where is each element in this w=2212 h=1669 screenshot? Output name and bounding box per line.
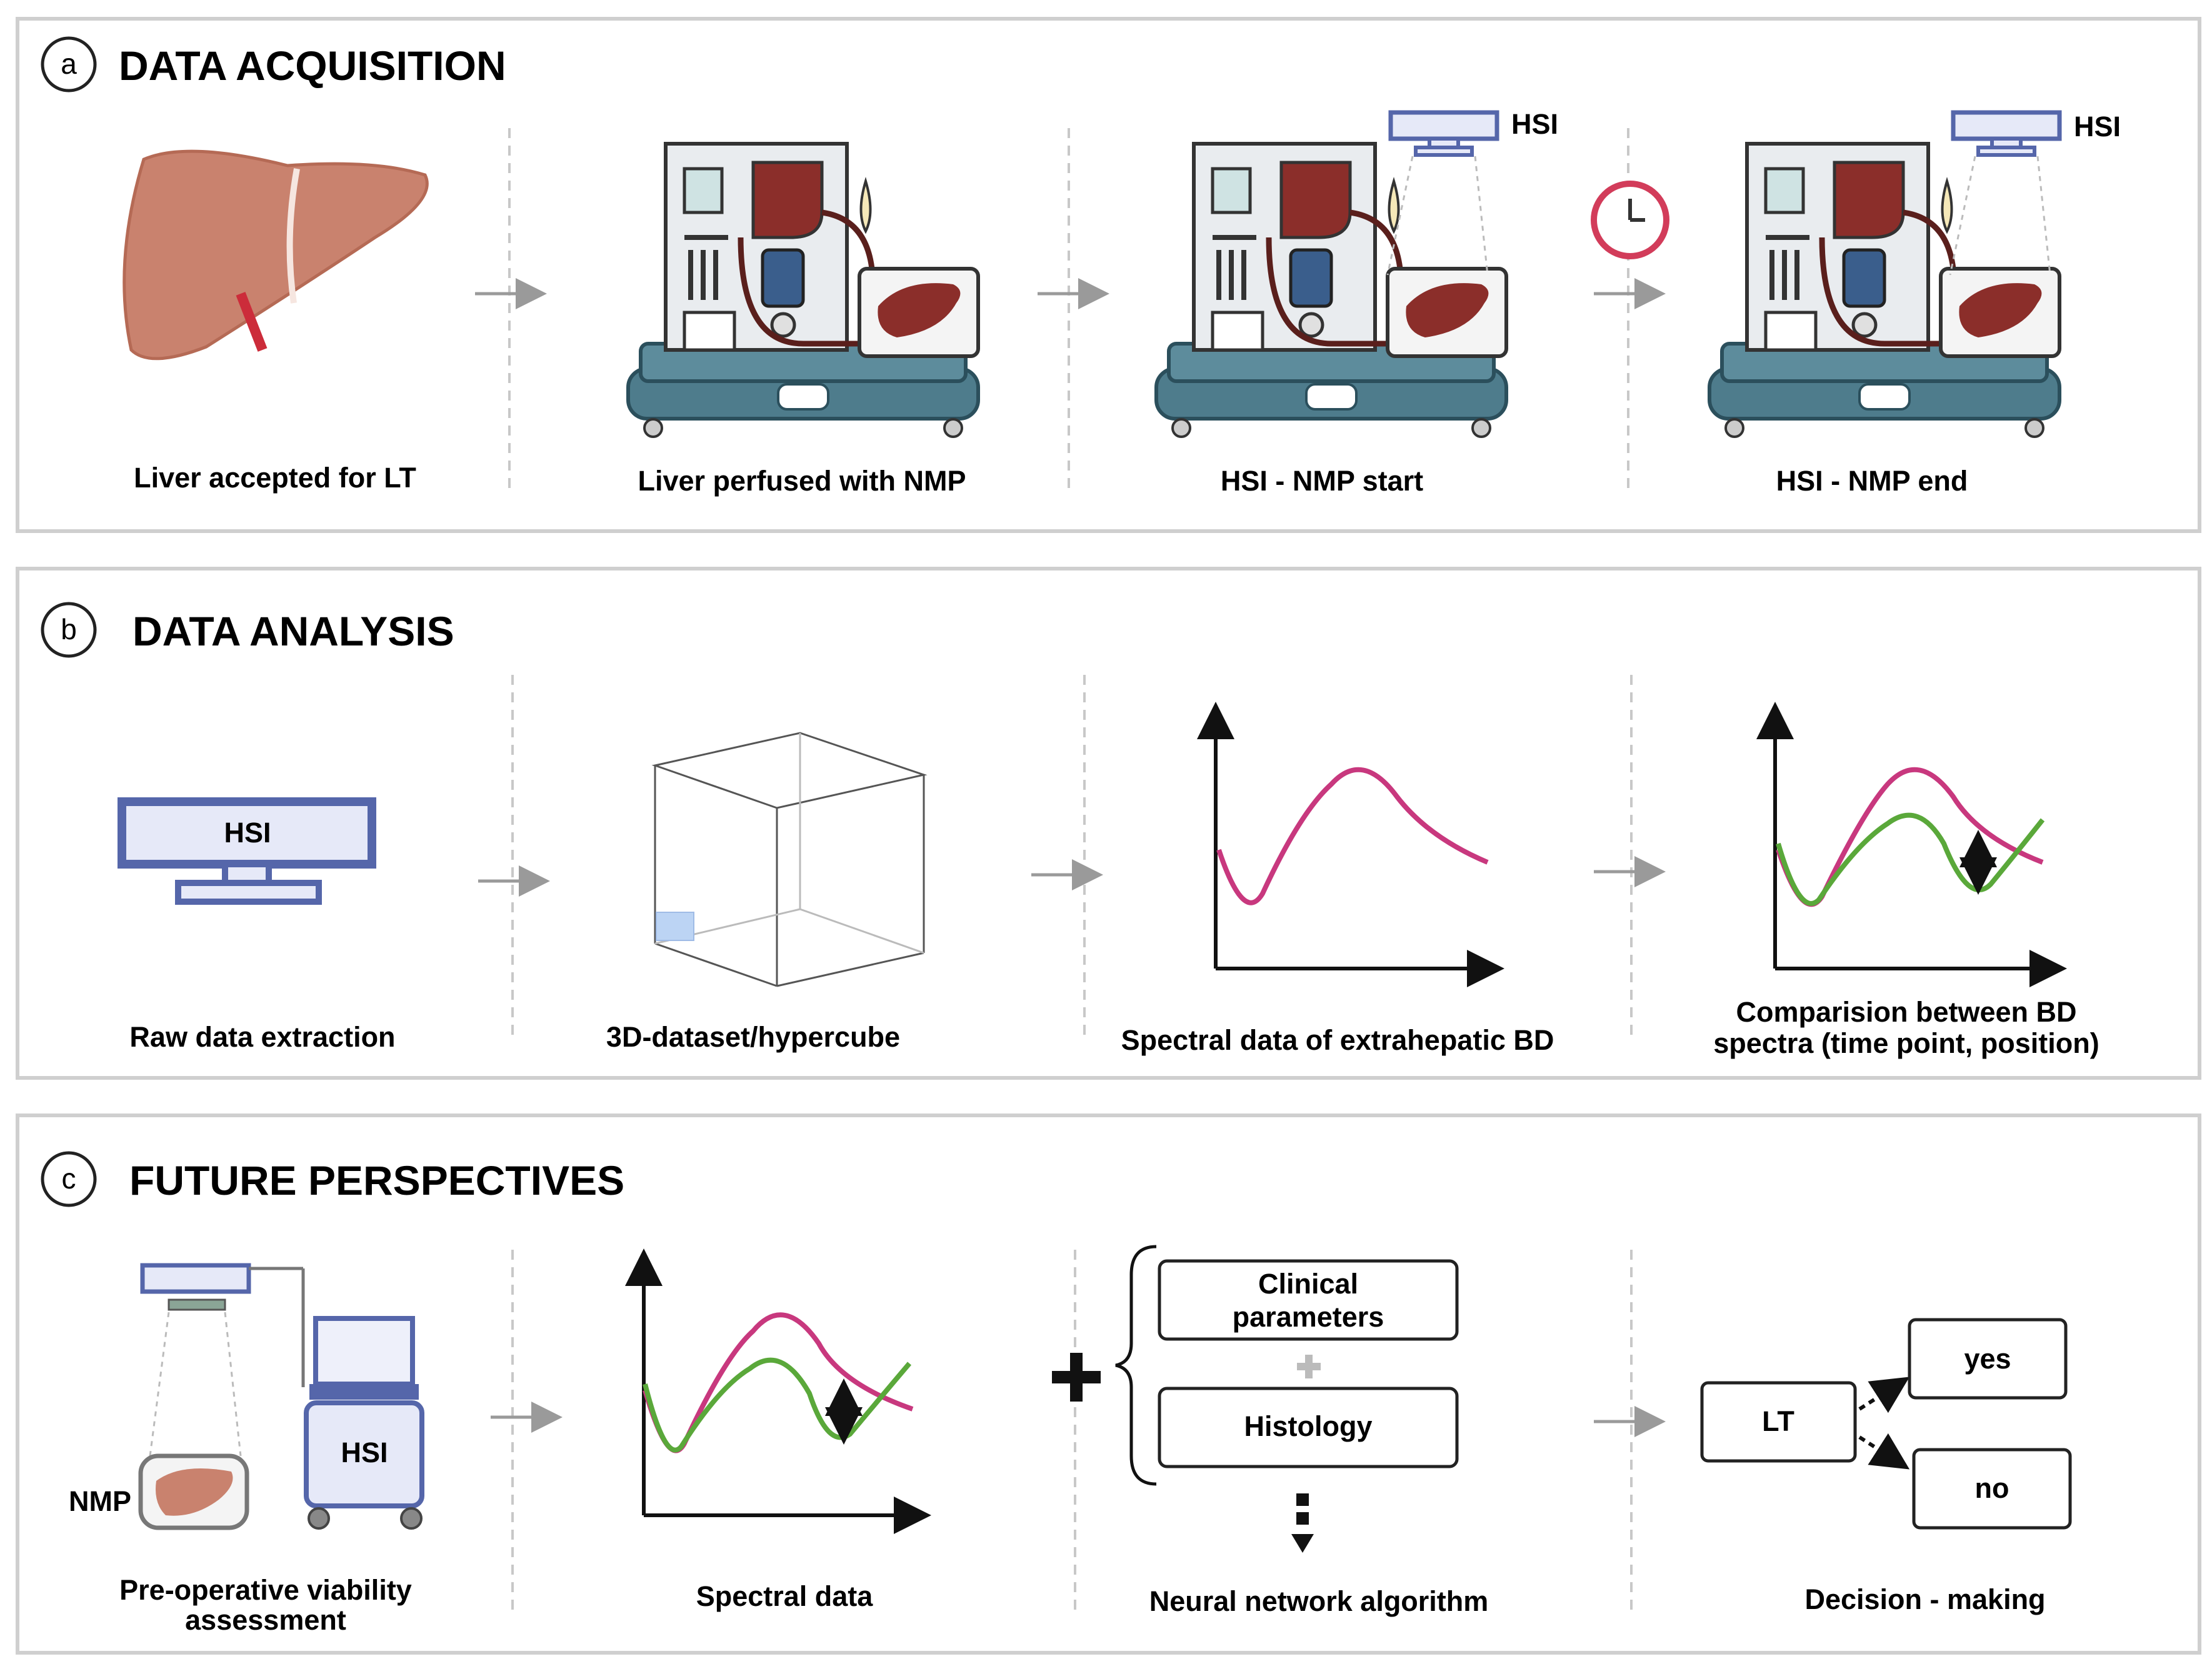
clinical-parameters-line2: parameters — [1233, 1301, 1384, 1333]
step-caption: HSI - NMP end — [1776, 465, 1968, 497]
histology-box — [1158, 1387, 1459, 1468]
camera-beam — [1386, 156, 1414, 276]
yes-box — [1908, 1318, 2068, 1400]
step-caption: Liver perfused with NMP — [638, 465, 966, 497]
spectrum-plot-icon — [1197, 702, 1504, 987]
hsi-monitor-icon — [118, 797, 376, 905]
preoperative-setup-icon — [138, 1263, 424, 1530]
clinical-parameters-box — [1158, 1259, 1459, 1341]
step-caption: Decision - making — [1804, 1583, 2045, 1615]
panel-b-border — [16, 567, 2201, 1080]
nmp-label: NMP — [69, 1485, 131, 1517]
panel-b: b DATA ANALYSIS HSI Raw data extraction — [16, 567, 2201, 1080]
panel-a-letter: a — [61, 47, 77, 80]
comparison-plot-icon — [1756, 702, 2067, 987]
step-caption: Neural network algorithm — [1149, 1585, 1489, 1617]
cart-label: HSI — [341, 1437, 388, 1468]
panel-b-title: DATA ANALYSIS — [133, 608, 454, 654]
step-caption: Spectral data of extrahepatic BD — [1121, 1024, 1554, 1056]
hsi-label: HSI — [2074, 111, 2121, 142]
monitor-label: HSI — [224, 817, 271, 849]
panel-c-letter: c — [62, 1162, 76, 1195]
panel-a-title: DATA ACQUISITION — [119, 42, 506, 89]
lt-box — [1700, 1381, 1857, 1463]
spectral-data-plot-icon — [625, 1248, 931, 1534]
step-caption: Spectral data — [696, 1580, 874, 1612]
clinical-parameters-line1: Clinical — [1258, 1268, 1358, 1300]
liver-icon — [123, 149, 429, 361]
dashed-down-arrow-icon — [1291, 1493, 1314, 1553]
panel-b-badge — [41, 602, 97, 658]
hypercube-icon — [651, 732, 928, 987]
step-caption: Raw data extraction — [129, 1021, 395, 1053]
no-arrow — [1858, 1433, 1910, 1470]
no-label: no — [1975, 1472, 2009, 1504]
plus-icon — [1052, 1353, 1101, 1402]
yes-label: yes — [1964, 1343, 2011, 1375]
step-caption: Liver accepted for LT — [134, 462, 416, 494]
panel-a-badge — [41, 36, 97, 92]
hsi-label: HSI — [1511, 108, 1558, 140]
brace — [1115, 1245, 1157, 1486]
clock-icon — [1591, 181, 1669, 259]
step-caption: HSI - NMP start — [1221, 465, 1423, 497]
small-plus-icon — [1297, 1355, 1321, 1378]
panel-b-letter: b — [61, 613, 77, 645]
yes-arrow — [1858, 1377, 1910, 1413]
panel-c-badge — [41, 1151, 97, 1207]
step-caption-line1: Comparision between BD — [1736, 996, 2076, 1028]
step-caption-line2: spectra (time point, position) — [1713, 1027, 2099, 1059]
lt-label: LT — [1762, 1405, 1794, 1437]
camera-beam — [1949, 156, 1976, 276]
step-caption-line1: Pre-operative viability — [119, 1574, 412, 1606]
panel-c-title: FUTURE PERSPECTIVES — [129, 1157, 624, 1203]
panel-c: c FUTURE PERSPECTIVES NMP HSI Pre-operat… — [16, 1113, 2201, 1655]
histology-label: Histology — [1244, 1410, 1372, 1442]
panel-a: a DATA ACQUISITION Liver accepted for LT… — [16, 17, 2201, 533]
no-box — [1912, 1448, 2072, 1530]
step-caption-line2: assessment — [185, 1604, 346, 1636]
step-caption: 3D-dataset/hypercube — [606, 1021, 900, 1053]
